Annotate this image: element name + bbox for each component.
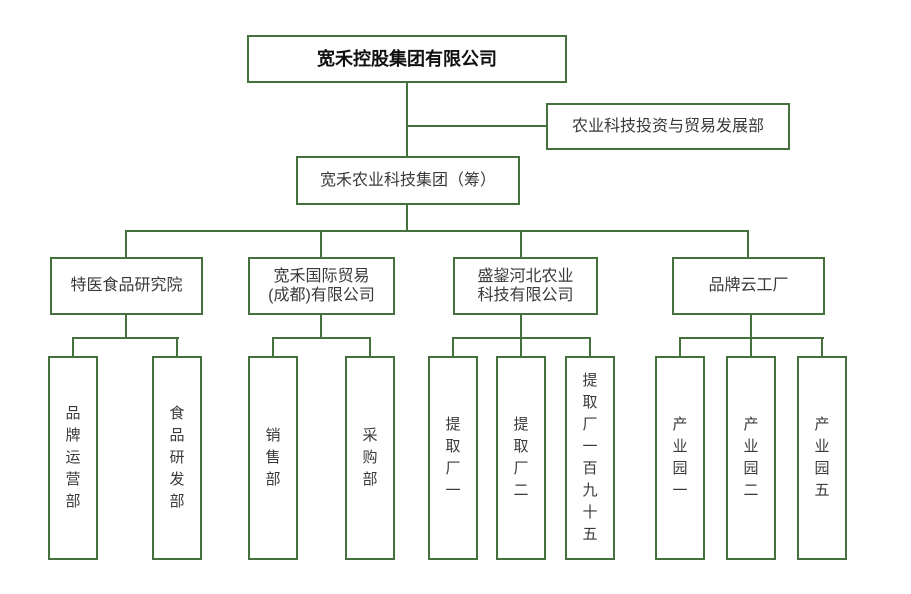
connector-leaf-bus-4 (679, 337, 824, 339)
connector-leaf-drop (821, 339, 823, 356)
node-division-brand-cloud-factory: 品牌云工厂 (672, 257, 825, 315)
node-division-research-institute: 特医食品研究院 (50, 257, 203, 315)
node-root-company: 宽禾控股集团有限公司 (247, 35, 567, 83)
node-division-international-trade: 宽禾国际贸易 (成都)有限公司 (248, 257, 395, 315)
node-division-hebei-agritech: 盛鋆河北农业 科技有限公司 (453, 257, 598, 315)
node-leaf-extraction-plant-2: 提取厂二 (496, 356, 546, 560)
node-leaf-industrial-park-2: 产业园二 (726, 356, 776, 560)
connector-leaf-bus-2 (272, 337, 371, 339)
connector-leaf-drop (452, 339, 454, 356)
node-leaf-procurement: 采购部 (345, 356, 395, 560)
connector-div1-bottom (125, 315, 127, 339)
node-leaf-food-rnd: 食品研发部 (152, 356, 202, 560)
connector-root-to-group (406, 83, 408, 156)
connector-division-bus (125, 230, 749, 232)
connector-leaf-drop (679, 339, 681, 356)
node-leaf-extraction-plant-195: 提取厂一百九十五 (565, 356, 615, 560)
connector-leaf-drop (369, 339, 371, 356)
connector-div2-top (320, 230, 322, 257)
connector-div3-top (520, 230, 522, 257)
connector-group-to-bus (406, 205, 408, 232)
node-leaf-sales: 销售部 (248, 356, 298, 560)
node-leaf-industrial-park-5: 产业园五 (797, 356, 847, 560)
connector-div2-bottom (320, 315, 322, 339)
connector-div4-top (747, 230, 749, 257)
connector-div1-top (125, 230, 127, 257)
connector-div4-bottom (750, 315, 752, 339)
node-leaf-extraction-plant-1: 提取厂一 (428, 356, 478, 560)
connector-leaf-drop (589, 339, 591, 356)
connector-to-staff-dept (406, 125, 546, 127)
connector-div3-bottom (520, 315, 522, 339)
connector-leaf-drop (520, 339, 522, 356)
connector-leaf-drop (750, 339, 752, 356)
connector-leaf-drop (272, 339, 274, 356)
connector-leaf-drop (176, 339, 178, 356)
connector-leaf-bus-1 (72, 337, 179, 339)
node-subsidiary-group: 宽禾农业科技集团（筹） (296, 156, 520, 205)
connector-leaf-bus-3 (452, 337, 591, 339)
node-staff-department: 农业科技投资与贸易发展部 (546, 103, 790, 150)
node-leaf-industrial-park-1: 产业园一 (655, 356, 705, 560)
node-leaf-brand-operations: 品牌运营部 (48, 356, 98, 560)
connector-leaf-drop (72, 339, 74, 356)
